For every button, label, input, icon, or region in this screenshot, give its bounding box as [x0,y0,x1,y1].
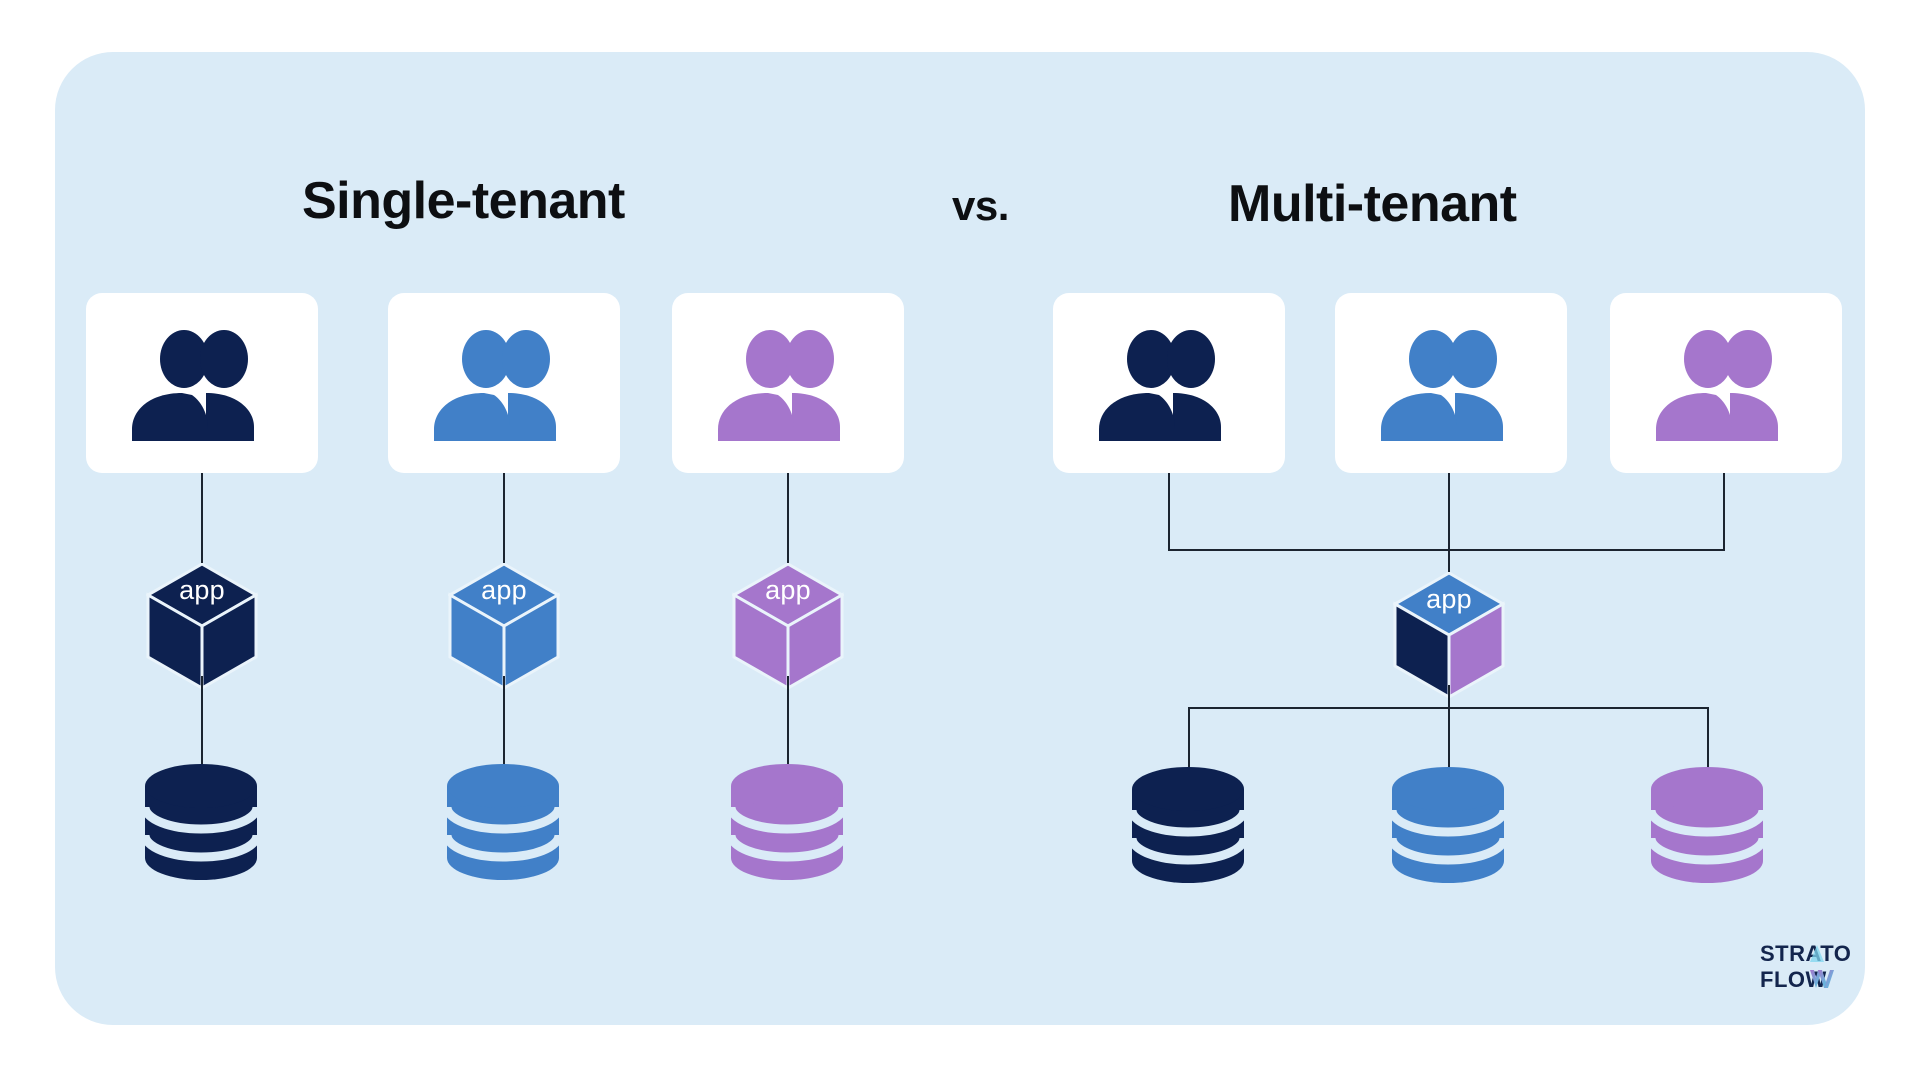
connector-app-to-db-2 [503,676,505,772]
user-card-multi-2 [1335,293,1567,473]
database-node-single-1 [140,760,262,884]
app-node-single-2: app [448,563,560,689]
connector-user-drop-multi-3 [1723,473,1725,550]
diagram-panel [55,52,1865,1025]
app-node-single-1: app [146,563,258,689]
connector-card-to-app-2 [503,473,505,573]
app-node-label: app [765,575,811,605]
database-node-single-3 [726,760,848,884]
database-node-multi-3 [1646,763,1768,887]
two-people-icon [1610,293,1842,473]
connector-app-to-db-3 [787,676,789,772]
database-node-single-2 [442,760,564,884]
connector-user-drop-multi-1 [1168,473,1170,550]
stratoflow-logo: STRATO FLOW [1760,940,1870,998]
user-card-single-3 [672,293,904,473]
connector-db-drop-multi-3 [1707,707,1709,775]
app-node-label: app [179,575,225,605]
shared-app-node: app [1393,572,1505,698]
connector-user-drop-multi-2 [1448,473,1450,550]
app-node-label: app [481,575,527,605]
connector-card-to-app-3 [787,473,789,573]
heading-vs: vs. [952,182,1009,229]
two-people-icon [86,293,318,473]
database-node-multi-2 [1387,763,1509,887]
two-people-icon [388,293,620,473]
two-people-icon [1053,293,1285,473]
heading-single-tenant: Single-tenant [302,172,625,230]
connector-bus-to-app [1448,549,1450,582]
app-node-single-3: app [732,563,844,689]
user-card-single-1 [86,293,318,473]
connector-db-drop-multi-1 [1188,707,1190,775]
connector-db-drop-multi-2 [1448,707,1450,775]
database-node-multi-1 [1127,763,1249,887]
user-card-multi-1 [1053,293,1285,473]
two-people-icon [672,293,904,473]
user-card-multi-3 [1610,293,1842,473]
connector-app-to-db-1 [201,676,203,772]
app-node-label: app [1426,584,1472,614]
connector-bus-users-to-app [1168,549,1725,551]
two-people-icon [1335,293,1567,473]
heading-multi-tenant: Multi-tenant [1228,175,1517,233]
connector-card-to-app-1 [201,473,203,573]
user-card-single-2 [388,293,620,473]
logo-text-strato: STRATO [1760,941,1851,966]
connector-app-to-bus [1448,685,1450,708]
